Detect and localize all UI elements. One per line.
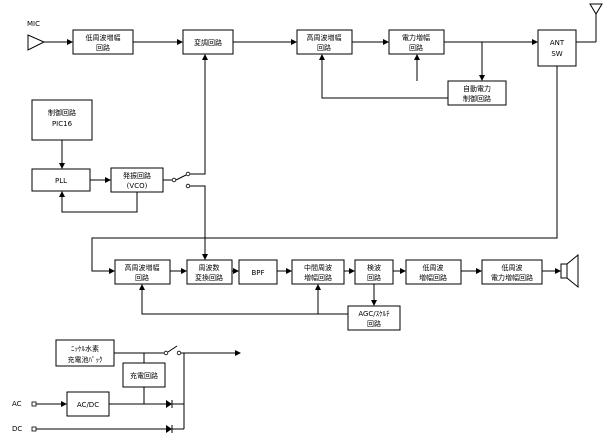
vco-block: 発振回路 (VCO) (110, 167, 164, 193)
mic-icon (27, 34, 46, 51)
speaker-icon (560, 253, 579, 289)
power-amp-block: 電力増幅 回路 (388, 29, 445, 55)
pll-block: PLL (31, 168, 91, 192)
diode-icon (166, 425, 172, 433)
auto-power-control-block: 自動電力 制御回路 (447, 80, 507, 106)
battery-pack-block: ﾆｯｹﾙ水素 充電池ﾊﾟｯｸ (55, 339, 115, 367)
tx-hf-amp-block: 高周波増幅 回路 (296, 29, 353, 55)
detector-block: 検波 回路 (354, 259, 394, 285)
rx-low-freq-amp-block: 低周波 増幅回路 (405, 259, 462, 285)
svg-text:低周波: 低周波 (423, 263, 444, 272)
svg-text:AC/DC: AC/DC (77, 401, 99, 409)
svg-text:電力増幅: 電力増幅 (402, 33, 430, 42)
svg-text:ﾆｯｹﾙ水素: ﾆｯｹﾙ水素 (71, 344, 99, 353)
rx-hf-amp-block: 高周波増幅 回路 (114, 259, 171, 285)
dc-label: DC (12, 425, 22, 433)
bpf-block: BPF (238, 259, 278, 285)
svg-text:増幅回路: 増幅回路 (304, 273, 332, 282)
antenna-icon (589, 3, 603, 15)
svg-text:変調回路: 変調回路 (194, 38, 222, 47)
svg-text:低周波増幅: 低周波増幅 (86, 33, 121, 42)
svg-text:SW: SW (551, 50, 562, 58)
svg-text:高周波増幅: 高周波増幅 (125, 263, 160, 272)
svg-text:充電回路: 充電回路 (130, 371, 158, 380)
mixer-block: 周波数 変換回路 (186, 259, 233, 285)
svg-text:周波数: 周波数 (199, 263, 220, 272)
svg-text:BPF: BPF (251, 269, 264, 277)
svg-text:自動電力: 自動電力 (463, 84, 491, 93)
svg-text:回路: 回路 (367, 273, 381, 282)
svg-text:回路: 回路 (96, 43, 110, 52)
if-amp-block: 中間周波 増幅回路 (291, 259, 345, 285)
svg-text:回路: 回路 (317, 43, 331, 52)
svg-text:増幅回路: 増幅回路 (419, 273, 447, 282)
svg-text:ANT: ANT (550, 39, 565, 47)
charger-block: 充電回路 (122, 362, 166, 388)
tx-low-freq-amp-block: 低周波増幅 回路 (72, 29, 134, 55)
svg-text:検波: 検波 (367, 263, 381, 272)
svg-text:制御回路: 制御回路 (48, 108, 76, 117)
svg-text:電力増幅回路: 電力増幅回路 (491, 273, 533, 282)
svg-text:発振回路: 発振回路 (123, 171, 151, 180)
ac-dc-block: AC/DC (66, 391, 110, 417)
agc-squelch-block: AGC/ｽｹﾙﾁ 回路 (347, 305, 401, 331)
svg-text:PLL: PLL (55, 177, 67, 185)
ac-label: AC (12, 400, 22, 408)
svg-text:変換回路: 変換回路 (195, 273, 223, 282)
ant-sw-block: ANT SW (537, 29, 577, 67)
svg-text:PIC16: PIC16 (52, 120, 73, 128)
svg-text:回路: 回路 (409, 43, 423, 52)
svg-text:AGC/ｽｹﾙﾁ: AGC/ｽｹﾙﾁ (358, 310, 390, 318)
svg-text:回路: 回路 (135, 273, 149, 282)
rx-power-amp-block: 低周波 電力増幅回路 (481, 259, 543, 285)
svg-text:中間周波: 中間周波 (304, 263, 332, 272)
mic-label: MIC (27, 20, 40, 28)
svg-text:回路: 回路 (367, 319, 381, 328)
svg-text:低周波: 低周波 (502, 263, 523, 272)
diode-icon (166, 400, 172, 408)
svg-text:制御回路: 制御回路 (463, 94, 491, 103)
svg-text:充電池ﾊﾟｯｸ: 充電池ﾊﾟｯｸ (68, 355, 103, 364)
modulator-block: 変調回路 (182, 29, 234, 55)
svg-text:高周波増幅: 高周波増幅 (307, 33, 342, 42)
controller-block: 制御回路 PIC16 (31, 99, 93, 141)
svg-text:(VCO): (VCO) (127, 182, 148, 190)
